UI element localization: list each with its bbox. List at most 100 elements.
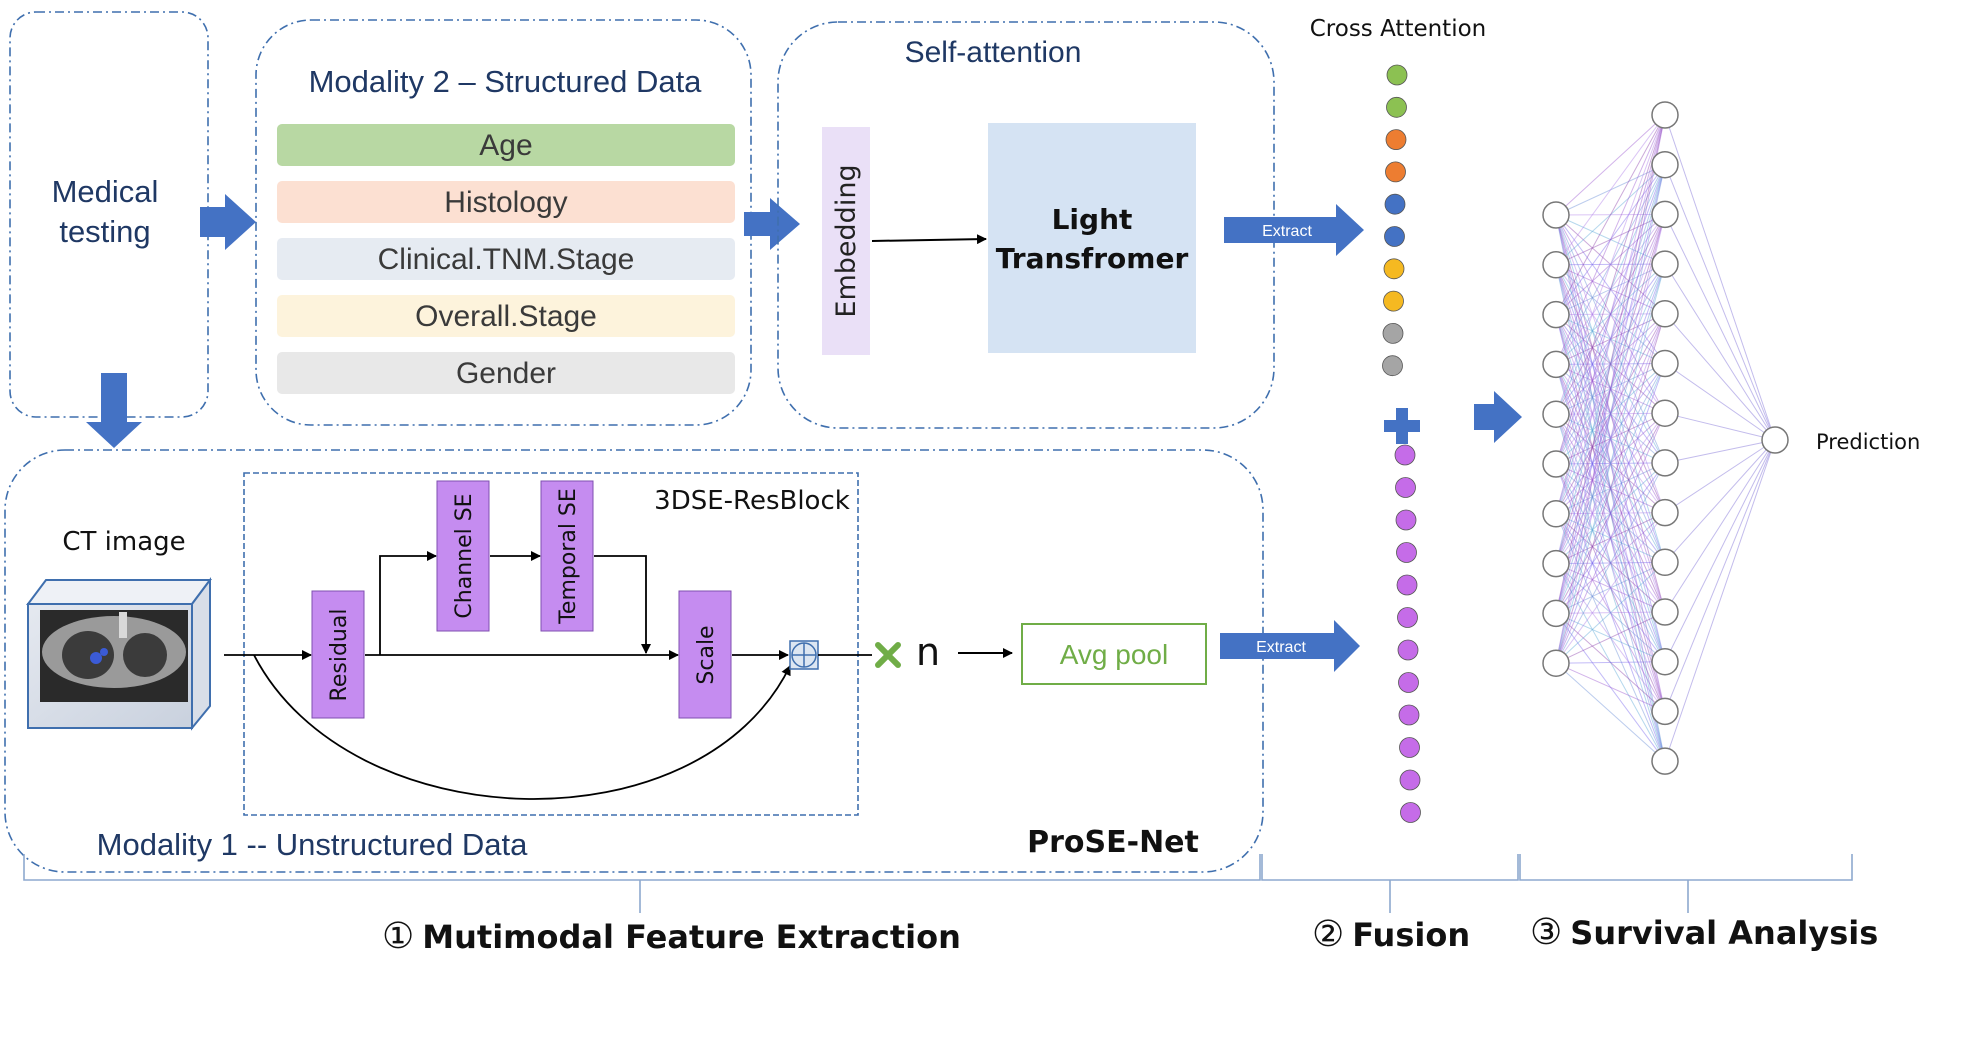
network-edge xyxy=(1555,661,1666,664)
network-edge xyxy=(1555,264,1666,762)
network-edge xyxy=(1555,263,1666,316)
avg-pool-block xyxy=(1021,623,1207,685)
network-edge xyxy=(1555,164,1666,664)
cross-attention-dot xyxy=(1400,802,1421,823)
network-edge xyxy=(1555,563,1666,663)
input-node xyxy=(1542,201,1570,229)
network-edge xyxy=(1555,313,1666,465)
network-edge xyxy=(1555,363,1666,664)
network-edge xyxy=(1555,313,1666,515)
network-edge xyxy=(1555,313,1666,564)
network-edge xyxy=(1555,214,1666,365)
network-nodes xyxy=(1542,101,1789,775)
network-edge xyxy=(1555,561,1666,664)
network-edge xyxy=(1555,264,1666,662)
network-edge xyxy=(1555,164,1666,216)
network-connections xyxy=(1555,114,1776,762)
network-edge xyxy=(1555,263,1666,415)
network-edge xyxy=(1555,264,1666,464)
channel-se-label: Channel SE xyxy=(452,493,477,618)
cross-attention-dot xyxy=(1385,161,1406,183)
embedding-to-transformer-arrow xyxy=(871,234,987,245)
network-edge xyxy=(1555,164,1666,465)
network-edge xyxy=(1555,413,1666,464)
network-edge xyxy=(1555,463,1666,613)
network-edge xyxy=(1555,513,1666,662)
hidden-node xyxy=(1651,250,1679,278)
cross-attention-dot xyxy=(1382,322,1404,344)
network-edge xyxy=(1555,313,1666,664)
network-edge xyxy=(1555,612,1666,663)
network-edge xyxy=(1555,314,1666,513)
network-edge xyxy=(1555,412,1666,614)
hidden-node xyxy=(1651,101,1679,129)
network-edge xyxy=(1664,439,1776,514)
hidden-node xyxy=(1651,498,1679,527)
network-edge xyxy=(1555,613,1666,712)
network-edge xyxy=(1555,114,1666,664)
hidden-node xyxy=(1651,697,1679,726)
modality1-title: Modality 1 -- Unstructured Data xyxy=(97,827,528,862)
network-edge xyxy=(1555,114,1666,365)
network-edge xyxy=(1555,314,1666,414)
network-edge xyxy=(1555,214,1666,613)
network-edge xyxy=(1555,363,1666,414)
modality2-title: Modality 2 – Structured Data xyxy=(309,64,703,99)
avg-pool-label: Avg pool xyxy=(1060,639,1168,670)
network-edge xyxy=(1555,462,1666,515)
network-edge xyxy=(1555,263,1666,266)
field-histology-box xyxy=(277,181,735,223)
medical-testing-label-2: testing xyxy=(59,214,150,249)
network-edge xyxy=(1555,213,1666,216)
extract-label-bottom: Extract xyxy=(1256,639,1306,656)
network-edge xyxy=(1555,114,1666,465)
ct-image-label: CT image xyxy=(62,527,185,557)
structured-fields: AgeHistologyClinical.TNM.StageOverall.St… xyxy=(277,124,735,394)
cross-attention-dot xyxy=(1386,96,1407,118)
network-edge xyxy=(1555,412,1666,465)
field-gender-label: Gender xyxy=(456,357,556,390)
temporal-se-block xyxy=(540,480,594,632)
cross-attention-dot xyxy=(1383,290,1404,312)
network-edge xyxy=(1555,213,1666,266)
network-edge xyxy=(1555,263,1666,614)
cross-attention-dot xyxy=(1398,704,1420,726)
network-edge xyxy=(1555,463,1666,762)
network-edge xyxy=(1555,164,1666,415)
network-edge xyxy=(1555,413,1666,664)
network-edge xyxy=(1555,114,1666,266)
cross-attention-dot xyxy=(1397,639,1419,661)
light-transformer-block xyxy=(988,123,1196,353)
network-edge xyxy=(1555,114,1666,216)
network-edge xyxy=(1555,214,1666,415)
temporal-se-label: Temporal SE xyxy=(556,488,581,625)
network-edge xyxy=(1555,413,1666,513)
network-edge xyxy=(1555,314,1666,712)
hidden-node xyxy=(1651,598,1679,626)
network-edge xyxy=(1555,313,1666,614)
field-histology-label: Histology xyxy=(444,186,567,219)
network-edge xyxy=(1555,563,1666,712)
network-edge xyxy=(1555,214,1666,315)
network-edge xyxy=(1555,512,1666,515)
skip-connection-arc xyxy=(253,654,791,800)
ct-image-icon xyxy=(26,577,212,731)
hidden-node xyxy=(1651,548,1679,577)
network-edge xyxy=(1664,439,1776,662)
cross-attention-dot xyxy=(1384,193,1406,215)
network-edge xyxy=(1555,114,1666,614)
hidden-node xyxy=(1651,150,1679,179)
network-edge xyxy=(1555,363,1666,515)
network-edge xyxy=(1555,214,1666,414)
multiply-icon xyxy=(875,642,901,668)
network-edge xyxy=(1555,563,1666,613)
cross-attention-dot xyxy=(1395,477,1416,498)
residual-label: Residual xyxy=(327,609,352,702)
network-edge xyxy=(1555,214,1666,513)
prediction-label: Prediction xyxy=(1816,430,1920,454)
cross-attention-dot xyxy=(1384,226,1405,247)
network-edge xyxy=(1555,512,1666,614)
arrow-to-self-attention xyxy=(744,198,800,250)
network-edge xyxy=(1555,412,1666,564)
